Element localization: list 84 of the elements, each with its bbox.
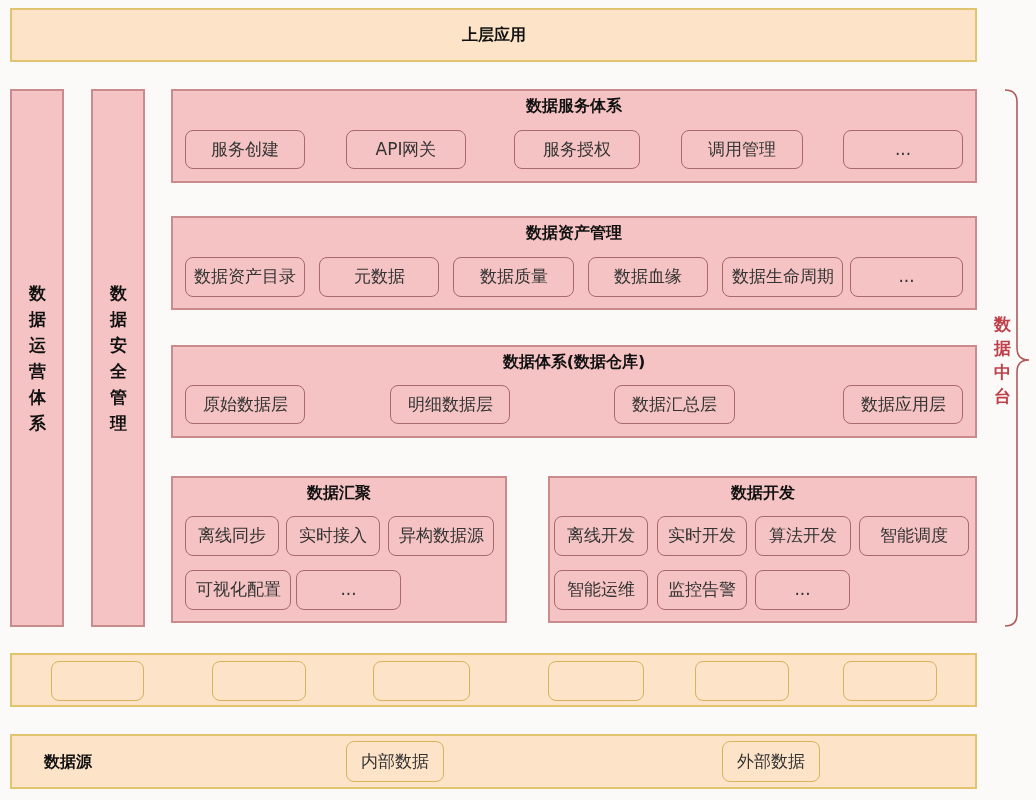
blank-box bbox=[51, 661, 144, 701]
side-panel bbox=[91, 89, 145, 627]
feature-box bbox=[755, 570, 850, 610]
layer-band bbox=[10, 734, 977, 789]
feature-box bbox=[554, 516, 648, 556]
feature-box bbox=[390, 385, 510, 424]
feature-box bbox=[850, 257, 963, 297]
feature-label: 数据血缘 bbox=[614, 267, 682, 287]
feature-label: 可视化配置 bbox=[195, 580, 281, 600]
feature-box bbox=[554, 570, 648, 610]
feature-box bbox=[185, 257, 305, 297]
blank-box bbox=[212, 661, 306, 701]
feature-box bbox=[755, 516, 851, 556]
feature-label: 离线同步 bbox=[198, 526, 266, 546]
feature-label: 智能调度 bbox=[880, 526, 948, 546]
feature-label: 数据汇总层 bbox=[632, 394, 717, 415]
feature-box bbox=[614, 385, 735, 424]
feature-box bbox=[657, 570, 747, 610]
feature-box bbox=[185, 130, 305, 169]
panel-title: 上层应用 bbox=[461, 25, 526, 45]
feature-label: 外部数据 bbox=[737, 751, 805, 772]
data-source-box bbox=[722, 741, 820, 782]
panel-title: 数据体系(数据仓库) bbox=[502, 353, 646, 372]
panel-title: 数据汇聚 bbox=[307, 484, 371, 503]
feature-label: API网关 bbox=[375, 139, 437, 160]
feature-box bbox=[319, 257, 439, 297]
feature-label: 数据应用层 bbox=[860, 394, 946, 415]
layer-band bbox=[10, 8, 977, 62]
module-panel bbox=[171, 345, 977, 438]
feature-box bbox=[185, 385, 305, 424]
feature-label: ... bbox=[340, 580, 357, 600]
blank-box bbox=[695, 661, 789, 701]
module-panel bbox=[548, 476, 977, 623]
side-label: 数据中台 bbox=[993, 313, 1011, 408]
feature-label: 调用管理 bbox=[708, 139, 776, 160]
feature-box bbox=[843, 130, 963, 169]
module-panel bbox=[171, 476, 507, 623]
feature-box bbox=[681, 130, 803, 169]
feature-box bbox=[514, 130, 640, 169]
panel-title: 数据运营体系 bbox=[28, 282, 46, 435]
feature-box bbox=[453, 257, 574, 297]
feature-label: 算法开发 bbox=[769, 526, 837, 546]
feature-label: 离线开发 bbox=[567, 526, 635, 546]
feature-box bbox=[388, 516, 494, 556]
feature-box bbox=[185, 516, 279, 556]
feature-label: 数据资产目录 bbox=[194, 267, 296, 287]
feature-label: 数据生命周期 bbox=[731, 267, 834, 287]
data-source-box bbox=[346, 741, 444, 782]
feature-label: 服务授权 bbox=[543, 139, 611, 160]
feature-box bbox=[346, 130, 466, 169]
feature-label: 实时接入 bbox=[299, 526, 367, 546]
feature-box bbox=[588, 257, 708, 297]
panel-title: 数据开发 bbox=[730, 484, 795, 503]
feature-label: 异构数据源 bbox=[398, 526, 484, 546]
panel-title: 数据源 bbox=[44, 752, 92, 771]
panel-title: 数据资产管理 bbox=[526, 224, 622, 243]
feature-label: 智能运维 bbox=[567, 580, 635, 600]
feature-box bbox=[843, 385, 963, 424]
side-panel bbox=[10, 89, 64, 627]
feature-box bbox=[286, 516, 380, 556]
feature-label: 服务创建 bbox=[211, 139, 279, 160]
module-panel bbox=[171, 216, 977, 310]
panel-title: 数据服务体系 bbox=[526, 97, 622, 116]
blank-box bbox=[548, 661, 644, 701]
layer-band bbox=[10, 653, 977, 707]
feature-box bbox=[859, 516, 969, 556]
feature-box bbox=[185, 570, 291, 610]
feature-box bbox=[722, 257, 843, 297]
feature-label: 原始数据层 bbox=[202, 394, 288, 415]
blank-box bbox=[843, 661, 937, 701]
feature-label: 实时开发 bbox=[668, 526, 736, 546]
feature-label: 明细数据层 bbox=[407, 394, 493, 415]
feature-box bbox=[657, 516, 747, 556]
panel-title: 数据安全管理 bbox=[109, 282, 127, 435]
module-panel bbox=[171, 89, 977, 183]
feature-box bbox=[296, 570, 401, 610]
feature-label: ... bbox=[894, 139, 912, 160]
feature-label: 元数据 bbox=[353, 267, 405, 287]
blank-box bbox=[373, 661, 470, 701]
feature-label: ... bbox=[794, 580, 811, 600]
feature-label: 内部数据 bbox=[361, 751, 429, 772]
feature-label: ... bbox=[898, 267, 915, 287]
feature-label: 监控告警 bbox=[668, 580, 736, 600]
feature-label: 数据质量 bbox=[479, 267, 548, 287]
